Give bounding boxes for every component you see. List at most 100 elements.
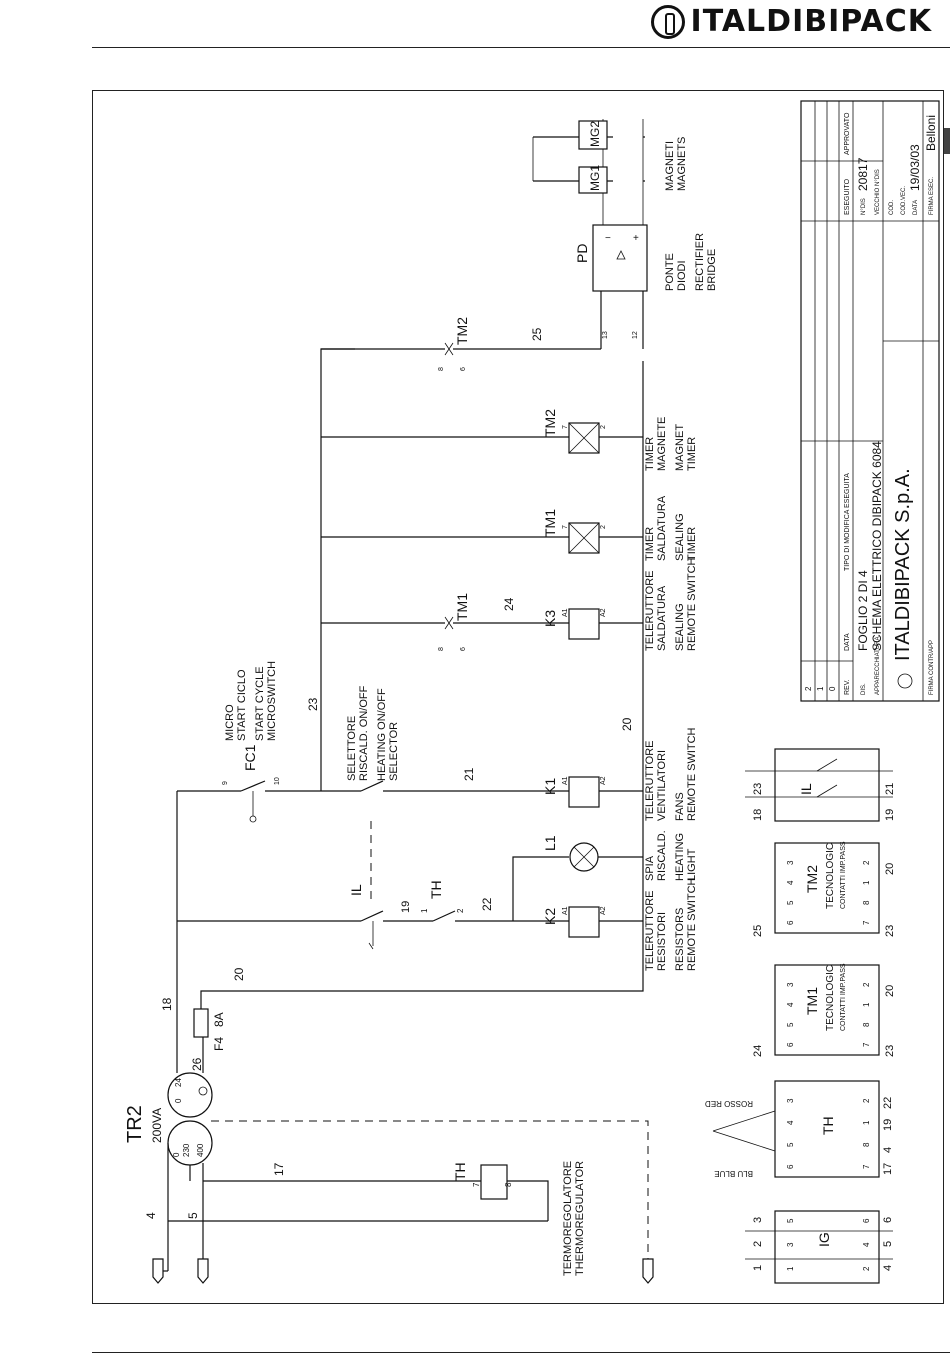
svg-text:5: 5 [882,1241,894,1247]
svg-text:REMOTE SWITCH: REMOTE SWITCH [686,557,698,651]
svg-text:REMOTE SWITCH: REMOTE SWITCH [686,877,698,971]
tm2-description: TIMER MAGNETE MAGNET TIMER [644,417,698,471]
svg-text:TECNOLOGIC: TECNOLOGIC [825,843,836,909]
svg-text:N°DIS: N°DIS [861,198,867,215]
k1-description: TELERUTTORE VENTILATORI FANS REMOTE SWIT… [644,727,698,821]
tr2-secondary-coil [167,1072,213,1118]
svg-text:SEALING: SEALING [674,513,686,561]
terminal-ground-icon [642,1258,654,1284]
module-ig: IG 1 3 5 2 4 6 1 2 3 4 5 6 [745,1210,894,1284]
svg-text:9: 9 [222,781,229,785]
svg-text:7: 7 [862,1164,871,1169]
terminal-5-icon [197,1258,209,1284]
svg-text:23: 23 [884,1045,896,1057]
svg-text:6: 6 [786,920,795,925]
header-rule [92,47,950,48]
svg-text:4: 4 [882,1147,894,1153]
svg-text:0: 0 [172,1152,181,1157]
svg-text:19: 19 [884,809,896,821]
svg-text:CONTATTI IMP.PASS: CONTATTI IMP.PASS [840,963,847,1031]
page-edge-marker [944,128,950,154]
svg-text:2: 2 [862,860,871,865]
svg-text:SELECTOR: SELECTOR [388,722,400,781]
svg-text:BRIDGE: BRIDGE [706,249,718,291]
k2-description: TELERUTTORE RESISTORI RESISTORS REMOTE S… [644,877,698,971]
svg-text:25: 25 [752,925,764,937]
tr2-label: TR2 [124,1105,146,1143]
svg-text:10: 10 [274,777,281,785]
magnet-mg2 [578,120,608,150]
svg-text:24: 24 [174,1078,183,1087]
svg-text:2: 2 [600,525,607,529]
svg-text:K3: K3 [542,610,558,627]
svg-text:TIMER: TIMER [686,527,698,561]
drawing-date: 19/03/03 [908,144,922,191]
svg-text:A2: A2 [600,776,607,785]
svg-text:BLU BLUE: BLU BLUE [714,1169,753,1178]
selector-description: SELETTORE RISCALD. ON/OFF HEATING ON/OFF… [346,685,400,781]
selector-switch [360,780,384,792]
tr2-primary-coil [167,1120,213,1166]
svg-text:FIRMA CONTR/APP: FIRMA CONTR/APP [929,640,935,695]
svg-text:TIMER: TIMER [644,527,656,561]
transformer-tr2: TR2 200VA 0 230 400 0 24 [124,1072,213,1166]
svg-text:MICROSWITCH: MICROSWITCH [266,661,278,741]
svg-text:5: 5 [786,1218,795,1223]
svg-text:COD.VEC.: COD.VEC. [901,186,907,215]
company-name: ITALDIBIPACK S.p.A. [892,468,914,661]
svg-text:7: 7 [862,920,871,925]
svg-text:1: 1 [862,880,871,885]
svg-text:6: 6 [862,1218,871,1223]
svg-text:L1: L1 [542,835,558,851]
logo-icon [650,4,685,39]
svg-text:7: 7 [562,525,569,529]
svg-text:FIRMA ESEC.: FIRMA ESEC. [929,177,935,215]
svg-text:1: 1 [816,686,825,691]
svg-text:MG2: MG2 [588,121,602,147]
svg-text:12: 12 [632,331,639,339]
svg-text:ESEGUITO: ESEGUITO [844,178,851,215]
svg-text:8: 8 [438,367,445,371]
tr2-rating: 200VA [150,1108,164,1143]
svg-text:TELERUTTORE: TELERUTTORE [644,891,656,971]
svg-text:7: 7 [862,1042,871,1047]
svg-text:1: 1 [752,1265,764,1271]
svg-text:MAGNETE: MAGNETE [656,417,668,471]
svg-text:ROSSO RED: ROSSO RED [705,1099,753,1108]
k1-coil [568,776,600,808]
bridge-description: PONTE DIODI RECTIFIER BRIDGE [664,233,718,291]
svg-text:2: 2 [804,686,813,691]
svg-text:REMOTE SWITCH: REMOTE SWITCH [686,727,698,821]
tm1-description: TIMER SALDATURA SEALING TIMER [644,495,698,561]
svg-text:SALDATURA: SALDATURA [656,495,668,561]
svg-text:5: 5 [186,1212,200,1219]
svg-text:IL: IL [798,783,814,795]
svg-text:TECNOLOGIC: TECNOLOGIC [825,965,836,1031]
svg-text:TM1: TM1 [542,509,558,537]
svg-text:23: 23 [306,697,320,711]
svg-text:TM1: TM1 [804,987,820,1015]
svg-text:1: 1 [420,908,429,913]
svg-text:A1: A1 [562,776,569,785]
module-tm2: TM2 TECNOLOGIC CONTATTI IMP.PASS 6 5 4 3… [752,841,896,937]
svg-text:6: 6 [460,367,467,371]
svg-text:5: 5 [786,1022,795,1027]
svg-text:RISCALD. ON/OFF: RISCALD. ON/OFF [358,685,370,781]
svg-text:4: 4 [144,1212,158,1219]
module-th: TH 6 5 4 3 7 8 1 2 17 4 19 22 BLU BLUE R… [705,1080,894,1178]
svg-text:+: + [633,233,639,244]
svg-text:6: 6 [786,1042,795,1047]
svg-text:MICRO: MICRO [224,704,236,741]
svg-text:17: 17 [272,1162,286,1176]
svg-text:3: 3 [786,1098,795,1103]
svg-text:19: 19 [882,1119,894,1131]
svg-text:400: 400 [196,1143,205,1157]
svg-text:6: 6 [882,1217,894,1223]
svg-text:FANS: FANS [674,792,686,821]
company-logo-icon [897,673,913,689]
svg-text:MAGNETI: MAGNETI [664,141,676,191]
svg-text:VECCHIO N°DIS: VECCHIO N°DIS [875,169,881,215]
brand-name: ITALDIBIPACK [690,4,932,39]
svg-text:3: 3 [786,982,795,987]
tm2-contact-icon [444,342,454,356]
